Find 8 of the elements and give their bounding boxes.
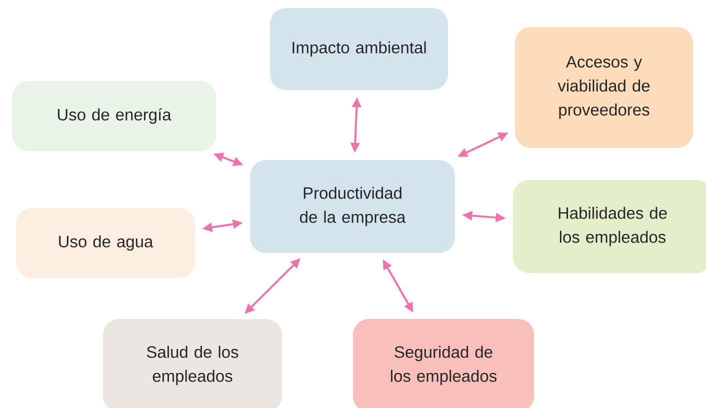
topic-box: Salud de los empleados [103, 319, 282, 408]
topic-box: Uso de agua [16, 208, 195, 278]
topic-box: Seguridad de los empleados [353, 319, 534, 408]
topic-box: Impacto ambiental [270, 8, 448, 90]
topic-box: Uso de energía [12, 81, 216, 151]
topic-box: Habilidades de los empleados [513, 180, 706, 273]
topic-box: Accesos y viabilidad de proveedores [515, 27, 693, 148]
topic-box: Productividad de la empresa [250, 160, 455, 253]
